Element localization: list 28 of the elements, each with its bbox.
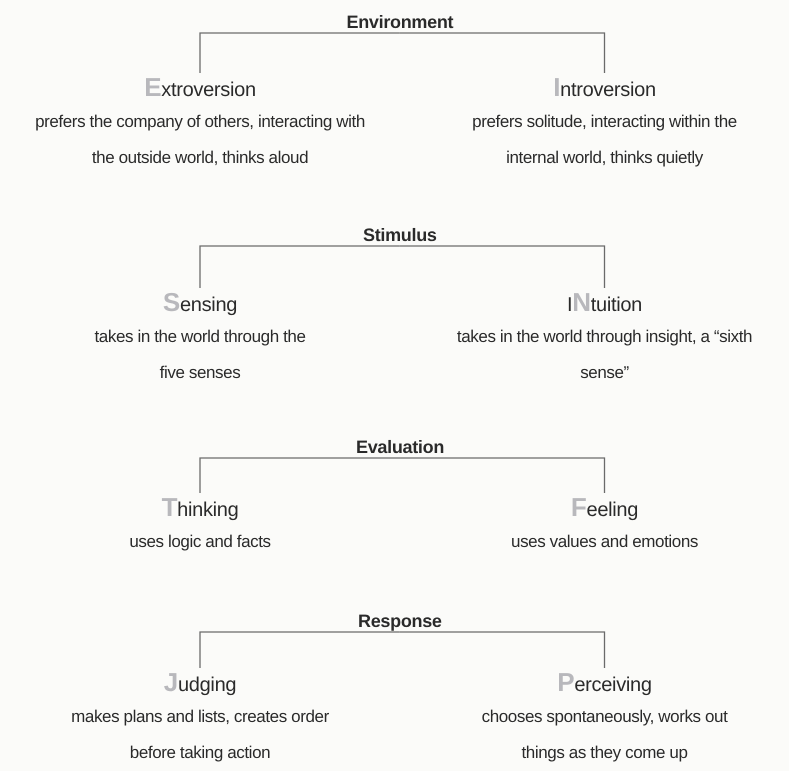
bracket-connector [400, 631, 606, 668]
trait-name: INtuition [566, 288, 642, 319]
category-heading: Environment [344, 11, 456, 33]
bracket-connector [400, 32, 606, 73]
trait-description: prefers the company of others, interacting with the outside world, thinks aloud [34, 111, 366, 169]
trait-description: takes in the world through insight, a “sixth sense” [456, 326, 754, 384]
trait-description: takes in the world through the five senses [93, 326, 307, 384]
category-heading: Stimulus [361, 224, 439, 246]
trait-name: Judging [164, 668, 236, 699]
bracket-connector [400, 457, 606, 493]
trait-description: uses logic and facts [128, 531, 272, 553]
bracket-connector [199, 245, 400, 288]
trait-name: Sensing [162, 288, 238, 319]
trait-name: Feeling [570, 493, 638, 524]
bracket-connector [199, 32, 400, 73]
category-heading: Evaluation [354, 436, 446, 458]
trait-description: chooses spontaneously, works out things as they come up [480, 706, 729, 764]
trait-name: Introversion [553, 73, 656, 104]
bracket-connector [400, 245, 606, 288]
trait-name: Perceiving [557, 668, 652, 699]
category-heading: Response [356, 610, 444, 632]
trait-description: prefers solitude, interacting within the internal world, thinks quietly [471, 111, 738, 169]
trait-name: Extroversion [144, 73, 256, 104]
trait-description: makes plans and lists, creates order before taking action [70, 706, 330, 764]
bracket-connector [199, 631, 400, 668]
trait-name: Thinking [162, 493, 238, 524]
bracket-connector [199, 457, 400, 493]
trait-description: uses values and emotions [510, 531, 699, 553]
